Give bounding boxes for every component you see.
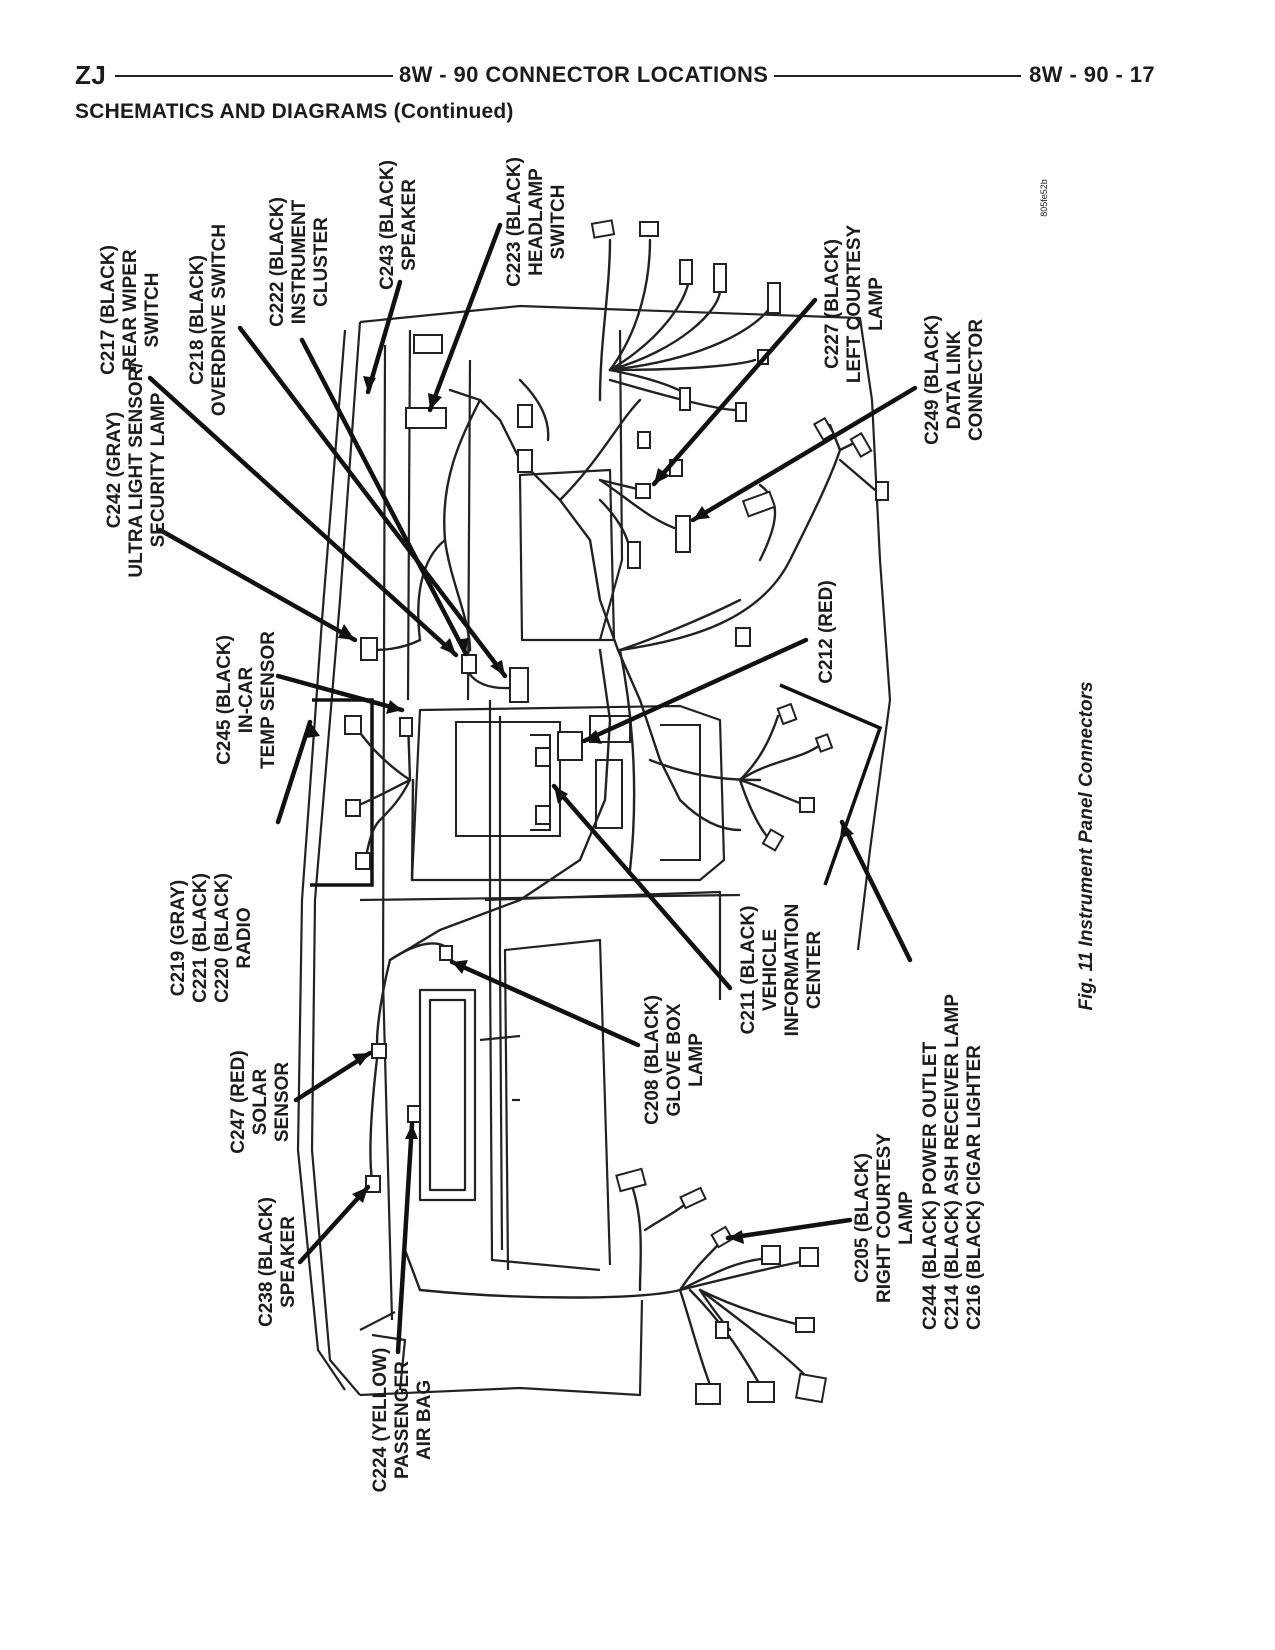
c223-line-1: C223 (BLACK) <box>504 157 525 287</box>
c217-line-1: C217 (BLACK) <box>98 245 119 375</box>
figure-caption: Fig. 11 Instrument Panel Connectors <box>1076 681 1097 1010</box>
c211-line-1: C211 (BLACK) <box>738 906 759 1035</box>
c218-line-2: OVERDRIVE SWITCH <box>209 224 230 416</box>
callout-c244: C244 (BLACK) POWER OUTLET C214 (BLACK) A… <box>920 994 985 1330</box>
c243-line-2: SPEAKER <box>399 179 420 271</box>
c217-line-2: REAR WIPER <box>120 249 141 371</box>
c211-line-4: CENTER <box>804 931 825 1009</box>
c249-line-2: DATA LINK <box>944 330 965 429</box>
c222-line-2: INSTRUMENT <box>289 199 310 324</box>
c238-line-1: C238 (BLACK) <box>256 1197 277 1327</box>
c249-line-3: CONNECTOR <box>966 319 987 441</box>
callout-c227: C227 (BLACK) LEFT COURTESY LAMP <box>822 225 887 384</box>
c224-line-3: AIR BAG <box>414 1380 435 1460</box>
c217-line-3: SWITCH <box>142 273 163 348</box>
callout-c211: C211 (BLACK) VEHICLE INFORMATION CENTER <box>738 904 825 1037</box>
c205-line-3: LAMP <box>896 1191 917 1245</box>
c245-line-1: C245 (BLACK) <box>214 635 235 765</box>
c247-line-3: SENSOR <box>272 1062 293 1143</box>
c219-line-2: C221 (BLACK) <box>190 873 211 1003</box>
c223-line-2: HEADLAMP <box>526 168 547 276</box>
c208-line-3: LAMP <box>686 1033 707 1087</box>
header-section: 8W - 90 CONNECTOR LOCATIONS <box>393 62 775 88</box>
c242-line-3: SECURITY LAMP <box>148 392 169 547</box>
callout-c218: C218 (BLACK) OVERDRIVE SWITCH <box>187 224 230 416</box>
leader-lines <box>147 222 918 1355</box>
header-rule-right <box>703 75 1033 77</box>
c212-line-1: C212 (RED) <box>816 580 837 683</box>
c224-line-1: C224 (YELLOW) <box>370 1348 391 1493</box>
callout-c222: C222 (BLACK) INSTRUMENT CLUSTER <box>267 197 332 327</box>
callout-c212: C212 (RED) <box>816 580 837 683</box>
page-header: ZJ 8W - 90 CONNECTOR LOCATIONS 8W - 90 -… <box>75 58 1155 94</box>
callout-c249: C249 (BLACK) DATA LINK CONNECTOR <box>922 315 987 445</box>
callout-c219: C219 (GRAY) C221 (BLACK) C220 (BLACK) RA… <box>168 873 255 1003</box>
c208-line-1: C208 (BLACK) <box>642 995 663 1125</box>
c211-line-3: INFORMATION <box>782 904 803 1037</box>
radio-cavity <box>455 715 701 861</box>
callout-c208: C208 (BLACK) GLOVE BOX LAMP <box>642 995 707 1125</box>
c245-line-2: IN-CAR <box>236 666 257 733</box>
c208-line-2: GLOVE BOX <box>664 1003 685 1116</box>
section-title: SCHEMATICS AND DIAGRAMS (Continued) <box>75 100 514 123</box>
header-page-number: 8W - 90 - 17 <box>1021 62 1155 88</box>
c244-line-1: C244 (BLACK) POWER OUTLET <box>920 1041 941 1330</box>
c249-line-1: C249 (BLACK) <box>922 315 943 445</box>
callout-c205: C205 (BLACK) RIGHT COURTESY LAMP <box>852 1133 917 1303</box>
c227-line-2: LEFT COURTESY <box>844 225 865 384</box>
c244-line-2: C214 (BLACK) ASH RECEIVER LAMP <box>942 994 963 1330</box>
c219-line-1: C219 (GRAY) <box>168 880 189 997</box>
header-rule-left <box>115 75 397 77</box>
c211-line-2: VEHICLE <box>760 929 781 1011</box>
c223-line-3: SWITCH <box>548 185 569 260</box>
radio-bracket <box>310 698 374 887</box>
callout-c242: C242 (GRAY) ULTRA LIGHT SENSOR/ SECURITY… <box>104 362 169 578</box>
c219-line-4: RADIO <box>234 907 255 968</box>
connectors <box>344 219 889 1405</box>
c227-line-1: C227 (BLACK) <box>822 239 843 369</box>
header-model: ZJ <box>75 60 107 90</box>
c218-line-1: C218 (BLACK) <box>187 255 208 385</box>
callout-c238: C238 (BLACK) SPEAKER <box>256 1197 299 1327</box>
callout-c243: C243 (BLACK) SPEAKER <box>377 160 420 290</box>
c224-line-2: PASSENGER <box>392 1361 413 1479</box>
c247-line-1: C247 (RED) <box>228 1050 249 1153</box>
c222-line-3: CLUSTER <box>311 217 332 307</box>
callout-c245: C245 (BLACK) IN-CAR TEMP SENSOR <box>214 631 279 769</box>
c242-line-2: ULTRA LIGHT SENSOR/ <box>126 362 147 578</box>
c242-line-1: C242 (GRAY) <box>104 412 125 529</box>
figure-code: 805fe52b <box>1039 179 1049 217</box>
c205-line-2: RIGHT COURTESY <box>874 1133 895 1303</box>
c205-line-1: C205 (BLACK) <box>852 1153 873 1283</box>
c247-line-2: SOLAR <box>250 1068 271 1135</box>
callout-c247: C247 (RED) SOLAR SENSOR <box>228 1050 293 1153</box>
callout-c224: C224 (YELLOW) PASSENGER AIR BAG <box>370 1348 435 1493</box>
c238-line-2: SPEAKER <box>278 1216 299 1308</box>
c243-line-1: C243 (BLACK) <box>377 160 398 290</box>
c222-line-1: C222 (BLACK) <box>267 197 288 327</box>
c227-line-3: LAMP <box>866 277 887 331</box>
leader-arrowheads <box>306 376 854 1244</box>
c219-line-3: C220 (BLACK) <box>212 873 233 1003</box>
callout-c217: C217 (BLACK) REAR WIPER SWITCH <box>98 245 163 375</box>
callout-c223: C223 (BLACK) HEADLAMP SWITCH <box>504 157 569 287</box>
c244-line-3: C216 (BLACK) CIGAR LIGHTER <box>964 1045 985 1330</box>
dash-panel-outline <box>296 304 892 1397</box>
c245-line-3: TEMP SENSOR <box>258 631 279 769</box>
